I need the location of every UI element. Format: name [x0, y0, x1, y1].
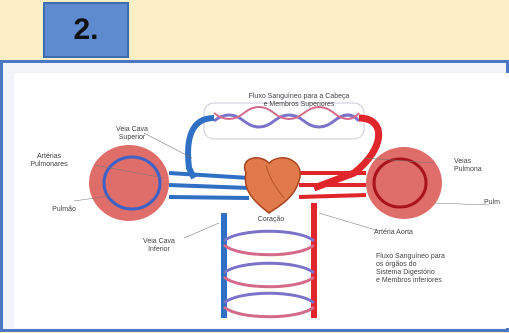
label-heart: Coração — [246, 216, 296, 224]
label-aorta: Artéria Aorta — [374, 229, 444, 237]
label-right-lung: Pulm — [484, 199, 509, 207]
slide-number: 2. — [73, 13, 98, 47]
label-superior-vena-cava: Veia Cava Superior — [102, 126, 162, 142]
lower-capillary-beds — [224, 231, 314, 317]
label-pulmonary-arteries: Artérias Pulmonares — [14, 153, 84, 169]
circulatory-diagram: Fluxo Sanguíneo para a Cabeça e Membros … — [14, 73, 509, 328]
label-left-lung: Pulmão — [44, 206, 84, 214]
slide-number-box: 2. — [43, 2, 129, 58]
heart — [245, 158, 301, 213]
label-bottom-flow: Fluxo Sanguíneo para os órgãos do Sistem… — [376, 253, 506, 285]
circulation-illustration — [14, 73, 509, 328]
label-inferior-vena-cava: Veia Cava Inferior — [129, 238, 189, 254]
superior-vena-cava — [188, 118, 214, 178]
label-pulmonary-veins: Veias Pulmona — [454, 158, 509, 174]
label-top-flow: Fluxo Sanguíneo para a Cabeça e Membros … — [224, 93, 374, 109]
